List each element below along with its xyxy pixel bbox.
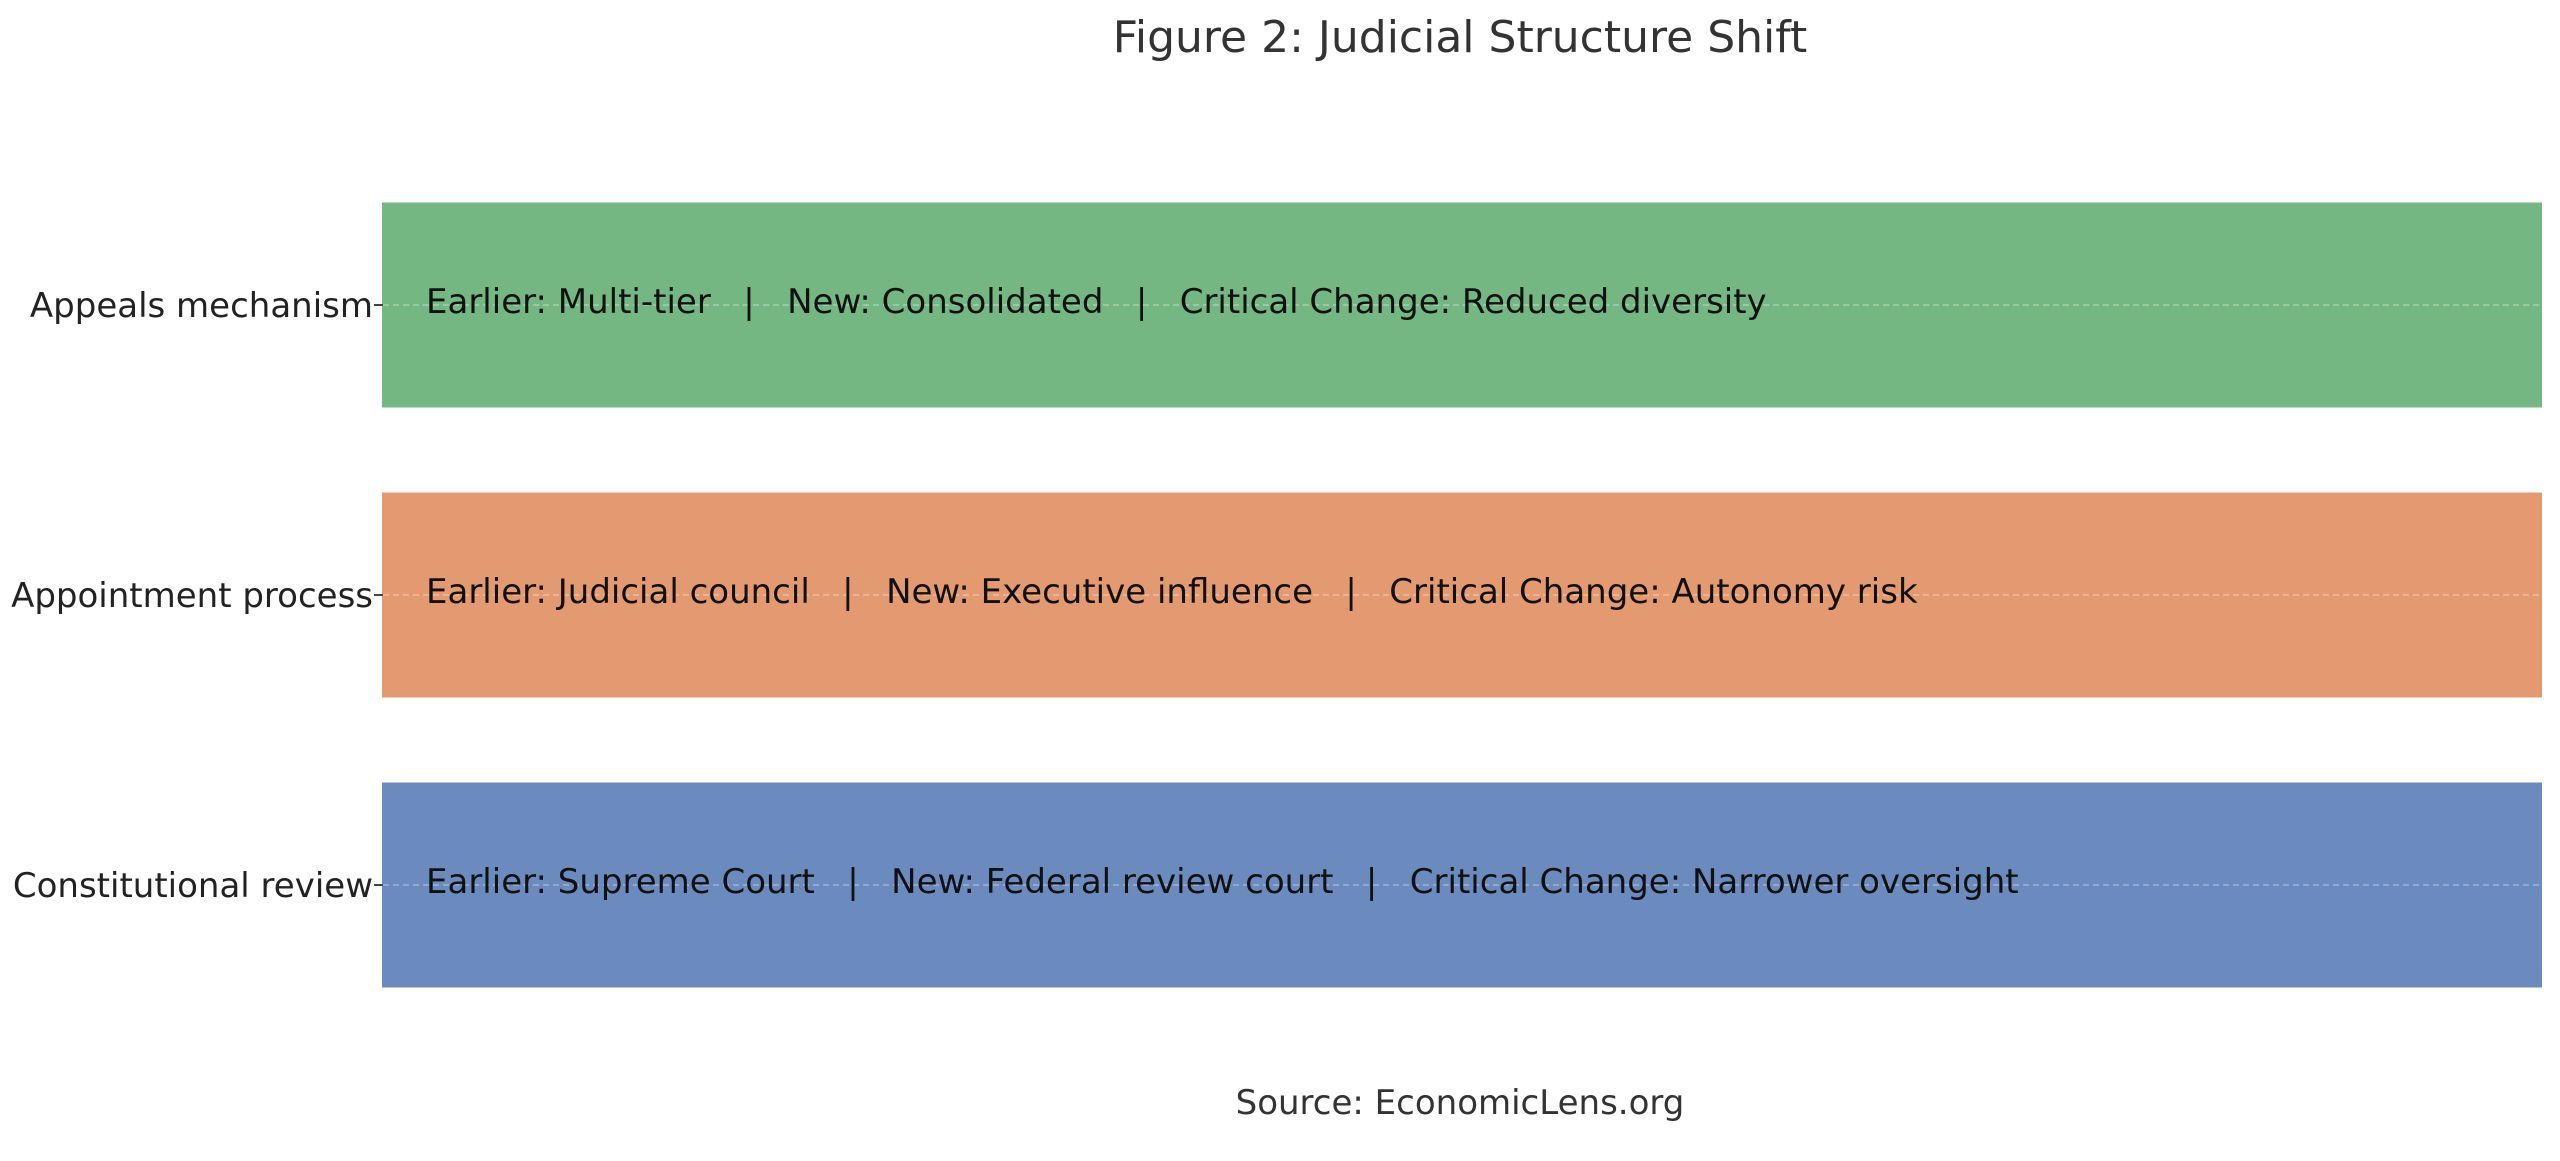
bar-label: Earlier: Judicial council | New: Executi… bbox=[426, 572, 1918, 612]
source-note: Source: EconomicLens.org bbox=[1236, 1083, 1685, 1123]
bar bbox=[382, 782, 2542, 988]
y-tick-label: Appeals mechanism bbox=[30, 286, 373, 326]
y-tick-label: Appointment process bbox=[11, 576, 373, 616]
y-tick-label: Constitutional review bbox=[13, 866, 373, 906]
chart-title: Figure 2: Judicial Structure Shift bbox=[1113, 12, 1807, 63]
bar-label: Earlier: Multi-tier | New: Consolidated … bbox=[426, 282, 1767, 322]
bar-label: Earlier: Supreme Court | New: Federal re… bbox=[426, 862, 2019, 902]
bar bbox=[382, 492, 2542, 698]
plot-area: Constitutional review Earlier: Supreme Co… bbox=[11, 202, 2542, 988]
